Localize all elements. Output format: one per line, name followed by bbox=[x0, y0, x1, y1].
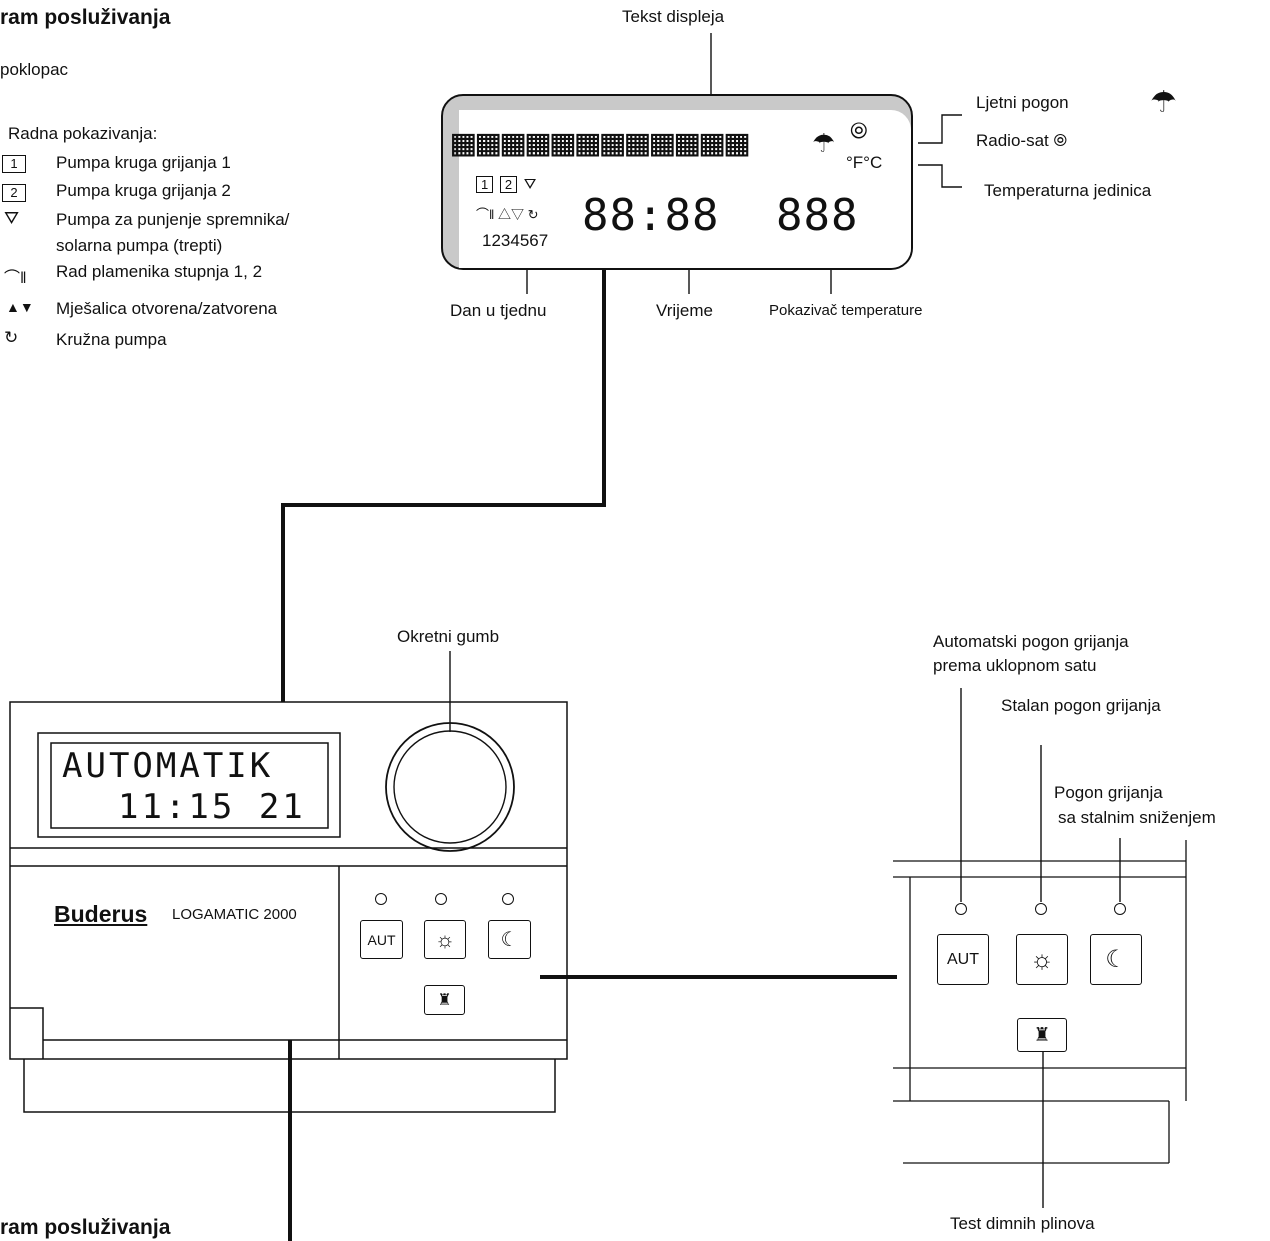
flue-gas-test-button[interactable]: ♜ bbox=[424, 985, 465, 1015]
tank-pump-icon: ⛛ bbox=[4, 208, 20, 228]
auto-mode-callout-line2: prema uklopnom satu bbox=[933, 656, 1097, 675]
display-pump-icons: 1 2 ⛛ bbox=[476, 176, 536, 193]
pump-circuit-1-icon: 1 bbox=[2, 153, 26, 173]
display-connector-wire bbox=[281, 262, 606, 702]
section-heading-bottom: ram posluživanja bbox=[0, 1216, 171, 1239]
radio-clock-icon: ⦾ bbox=[850, 118, 868, 143]
reduced-mode-callout-line1: Pogon grijanja bbox=[1054, 783, 1163, 802]
mixer-icon: ▲▼ bbox=[6, 299, 34, 315]
time-segments: 88:88 bbox=[582, 190, 720, 241]
panel-led-constant bbox=[1035, 903, 1047, 915]
led-automatic bbox=[375, 893, 387, 905]
brand-logo: Buderus bbox=[54, 901, 148, 927]
temperature-unit-callout: Temperaturna jedinica bbox=[984, 181, 1152, 200]
legend-item: solarna pumpa (trepti) bbox=[56, 236, 223, 255]
chimney-sweep-icon: ♜ bbox=[1033, 1024, 1051, 1046]
time-callout: Vrijeme bbox=[656, 301, 713, 320]
reduced-heating-button[interactable]: ☾ bbox=[488, 920, 531, 959]
summer-mode-icon: ☂ bbox=[1150, 86, 1177, 119]
device-lcd-line-2: 11:15 21 bbox=[118, 787, 306, 827]
constant-mode-callout: Stalan pogon grijanja bbox=[1001, 696, 1161, 715]
panel-reduced-heating-button[interactable]: ☾ bbox=[1090, 934, 1142, 985]
led-constant bbox=[435, 893, 447, 905]
weekday-callout: Dan u tjednu bbox=[450, 301, 547, 320]
model-name: LOGAMATIC 2000 bbox=[172, 906, 297, 923]
panel-led-reduced bbox=[1114, 903, 1126, 915]
device-lcd-line-1: AUTOMATIK bbox=[62, 746, 274, 786]
temperature-callout: Pokazivač temperature bbox=[769, 302, 923, 319]
moon-icon: ☾ bbox=[1105, 946, 1127, 973]
panel-auto-mode-button[interactable]: AUT bbox=[937, 934, 989, 985]
day-digits: 1234567 bbox=[482, 231, 549, 250]
constant-heating-button[interactable]: ☼ bbox=[424, 920, 466, 959]
legend-title: Radna pokazivanja: bbox=[8, 124, 158, 143]
units-label: °F°C bbox=[846, 153, 883, 172]
burner-icon: ⌒‖ bbox=[4, 270, 27, 287]
legend-item: Pumpa kruga grijanja 1 bbox=[56, 153, 231, 172]
reduced-mode-callout-line2: sa stalnim sniženjem bbox=[1058, 808, 1216, 827]
radio-clock-icon: ⦾ bbox=[1053, 131, 1068, 150]
legend-item: Pumpa za punjenje spremnika/ bbox=[56, 210, 290, 229]
panel-constant-heating-button[interactable]: ☼ bbox=[1016, 934, 1068, 985]
moon-icon: ☾ bbox=[500, 929, 519, 951]
section-heading: ram posluživanja bbox=[0, 6, 171, 29]
auto-mode-callout-line1: Automatski pogon grijanja bbox=[933, 632, 1129, 651]
chimney-sweep-icon: ♜ bbox=[437, 992, 452, 1009]
sun-icon: ☼ bbox=[1030, 944, 1054, 974]
led-reduced bbox=[502, 893, 514, 905]
knob-callout: Okretni gumb bbox=[397, 627, 500, 646]
flue-gas-test-callout: Test dimnih plinova bbox=[950, 1214, 1095, 1233]
display-frame bbox=[441, 94, 913, 270]
umbrella-icon: ☂ bbox=[812, 128, 836, 158]
legend-item: Kružna pumpa bbox=[56, 330, 167, 349]
panel-flue-gas-test-button[interactable]: ♜ bbox=[1017, 1018, 1067, 1052]
pump-circuit-2-icon: 2 bbox=[2, 182, 26, 202]
sun-icon: ☼ bbox=[434, 926, 456, 952]
display-text-segments: ▦▦▦▦▦▦▦▦▦▦▦▦ bbox=[452, 120, 751, 164]
legend-item: Pumpa kruga grijanja 2 bbox=[56, 181, 231, 200]
circulation-pump-icon: ↻ bbox=[4, 328, 19, 347]
panel-led-automatic bbox=[955, 903, 967, 915]
cover-label: poklopac bbox=[0, 60, 69, 79]
temperature-segments: 888 bbox=[776, 190, 859, 241]
rotary-knob[interactable] bbox=[393, 730, 507, 844]
auto-mode-button[interactable]: AUT bbox=[360, 920, 403, 959]
legend-item: Rad plamenika stupnja 1, 2 bbox=[56, 262, 263, 281]
summer-mode-callout: Ljetni pogon bbox=[976, 93, 1069, 112]
display-burner-mixer-icons: ⌒‖ △▽ ↻ bbox=[476, 207, 539, 222]
display-text-callout: Tekst displeja bbox=[622, 7, 725, 26]
legend-item: Mješalica otvorena/zatvorena bbox=[56, 299, 278, 318]
radio-clock-callout: Radio-sat ⦾ bbox=[976, 131, 1068, 150]
